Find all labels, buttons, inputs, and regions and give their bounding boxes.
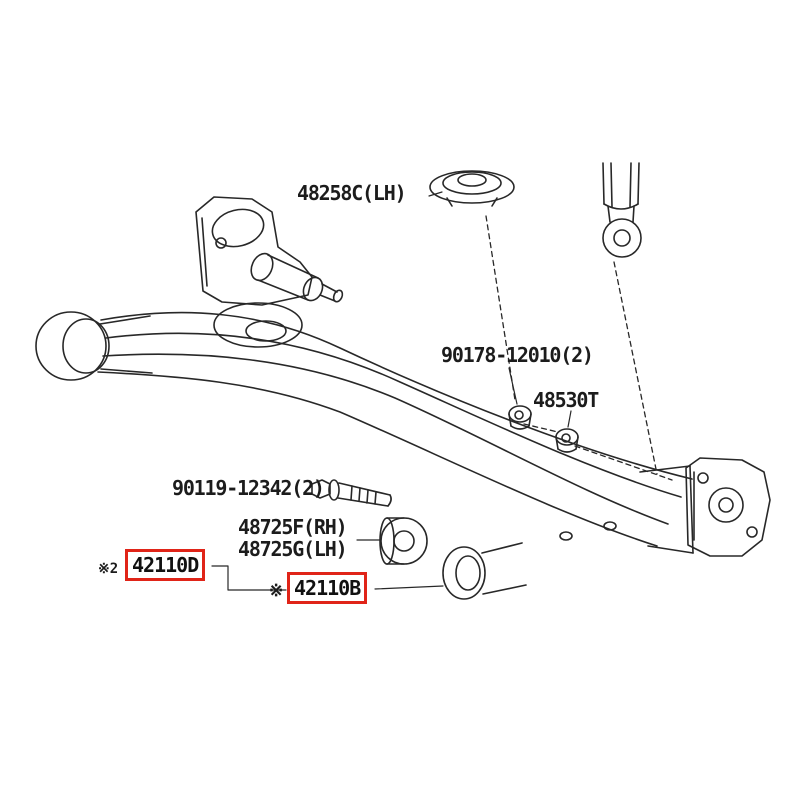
spindle-bracket-drawing <box>685 457 771 557</box>
pivot-tube-drawing <box>250 252 344 303</box>
beam-bushing-drawing <box>442 542 527 600</box>
pivot-bracket-drawing <box>195 196 313 306</box>
highlighted-part-42110-right[interactable]: 42110B <box>287 572 368 604</box>
label-bushing-lh: 48725G(LH) <box>238 537 348 561</box>
bushing-48725-drawing <box>379 517 428 565</box>
label-nut: 48530T <box>533 388 599 412</box>
solid-leaders <box>211 191 572 591</box>
highlighted-part-42110-left[interactable]: 42110D <box>125 549 206 581</box>
shock-absorber-drawing <box>602 162 642 258</box>
dashed-leaders <box>485 215 673 481</box>
spring-seat-upper-drawing <box>429 170 515 207</box>
footnote-marker-2: ※2 <box>98 561 119 577</box>
label-bushing-rh: 48725F(RH) <box>238 515 348 539</box>
label-spring-seat: 48258C(LH) <box>297 181 407 205</box>
bolt-drawing <box>311 479 392 507</box>
left-end-bushing-drawing <box>35 311 153 381</box>
label-nut-washer: 90178-12010(2) <box>441 343 594 367</box>
label-bolt: 90119-12342(2) <box>172 476 325 500</box>
footnote-marker: ※ <box>269 581 284 601</box>
axle-beam-drawing <box>97 311 694 554</box>
nut-drawings <box>508 405 579 453</box>
spring-seat-lower-drawing <box>213 302 303 348</box>
